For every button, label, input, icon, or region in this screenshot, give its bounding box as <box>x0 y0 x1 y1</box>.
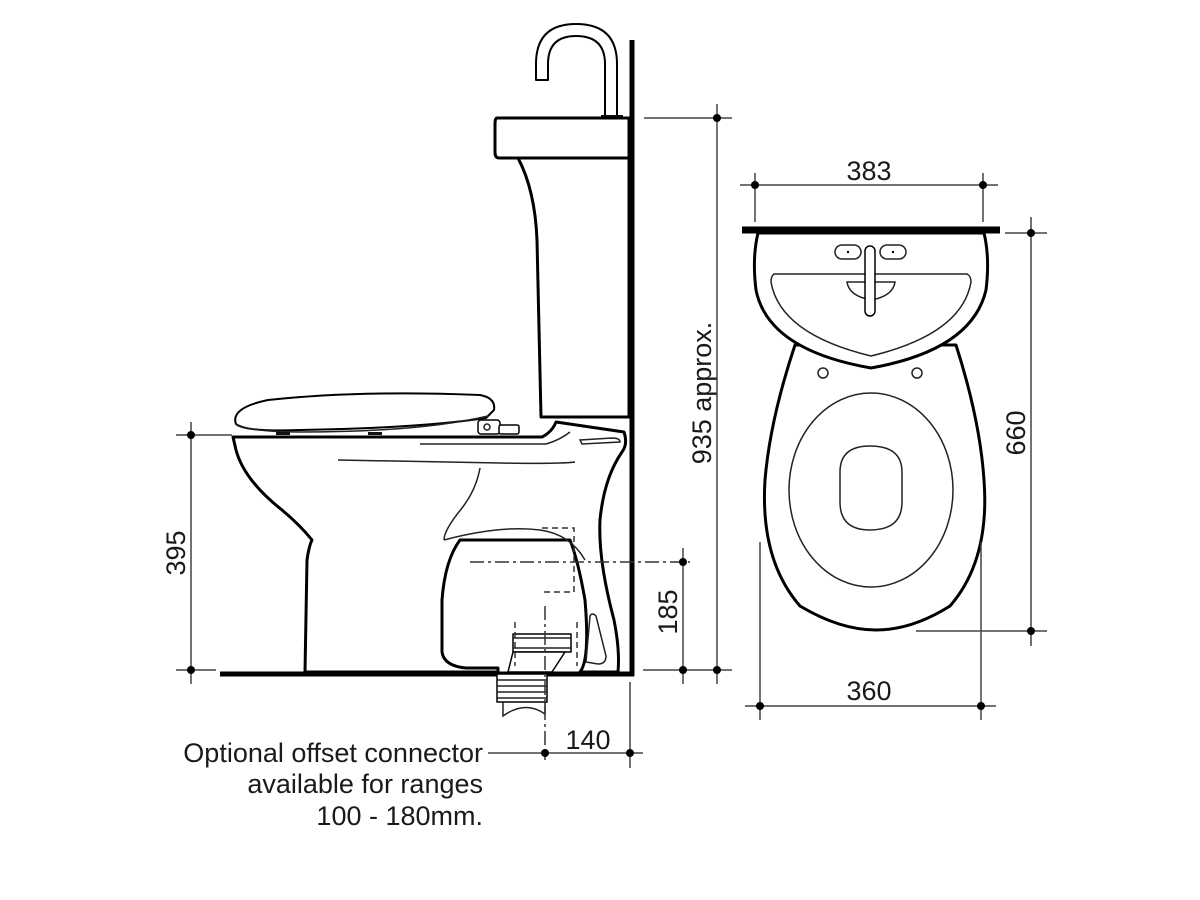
note-line-3: 100 - 180mm. <box>316 801 483 831</box>
dim-label-935-approx: 935 approx. <box>687 322 717 465</box>
seat-ring-plan <box>788 392 954 588</box>
dimension-basin-width: 383 <box>740 156 998 222</box>
dim-label-660: 660 <box>1001 410 1031 455</box>
pan-rear-lip <box>578 437 621 445</box>
offset-connector-icon <box>496 633 572 718</box>
tap-spout-icon <box>535 23 618 119</box>
toilet-lid <box>234 392 496 432</box>
fixing-hole-left <box>817 367 829 379</box>
dimension-outlet-setout: 140 <box>488 682 643 768</box>
bowl-opening-plan <box>839 445 903 531</box>
dim-label-383: 383 <box>846 156 891 186</box>
pan-rear-detail <box>585 613 607 665</box>
dimension-pan-width: 360 <box>745 542 996 720</box>
tap-hole-left-icon <box>834 244 862 260</box>
basin-bowl-plan <box>770 273 972 357</box>
dim-label-185: 185 <box>653 589 683 634</box>
seat-hinge-icon <box>477 419 520 435</box>
seat-buffer-rear <box>368 432 382 435</box>
dimension-outlet-height: 185 <box>643 548 732 684</box>
toilet-seat <box>235 415 489 433</box>
cistern-side <box>516 156 631 419</box>
pan-spigot-dashed <box>540 527 575 593</box>
note-line-2: available for ranges <box>247 769 483 799</box>
seat-buffer-front <box>276 432 290 435</box>
toilet-pan-side <box>231 420 628 674</box>
tap-spout-plan-icon <box>864 245 876 317</box>
offset-connector-note: Optional offset connector available for … <box>183 738 483 831</box>
note-line-1: Optional offset connector <box>183 738 483 768</box>
dim-label-360: 360 <box>846 676 891 706</box>
dim-label-395: 395 <box>161 530 191 575</box>
plan-view: 383 660 360 <box>740 156 1047 720</box>
pan-trap-curve <box>443 467 586 561</box>
pan-trapway-line <box>337 459 576 465</box>
dimension-seat-height: 395 <box>161 422 232 684</box>
fixing-hole-right <box>911 367 923 379</box>
dimension-overall-height: 935 approx. <box>644 104 732 684</box>
basin-side <box>493 116 631 160</box>
dim-label-140: 140 <box>565 725 610 755</box>
tap-hole-right-icon <box>879 244 907 260</box>
side-elevation-view: 395 185 935 approx. 140 Opti <box>161 23 732 831</box>
pan-rim-line <box>420 431 571 445</box>
